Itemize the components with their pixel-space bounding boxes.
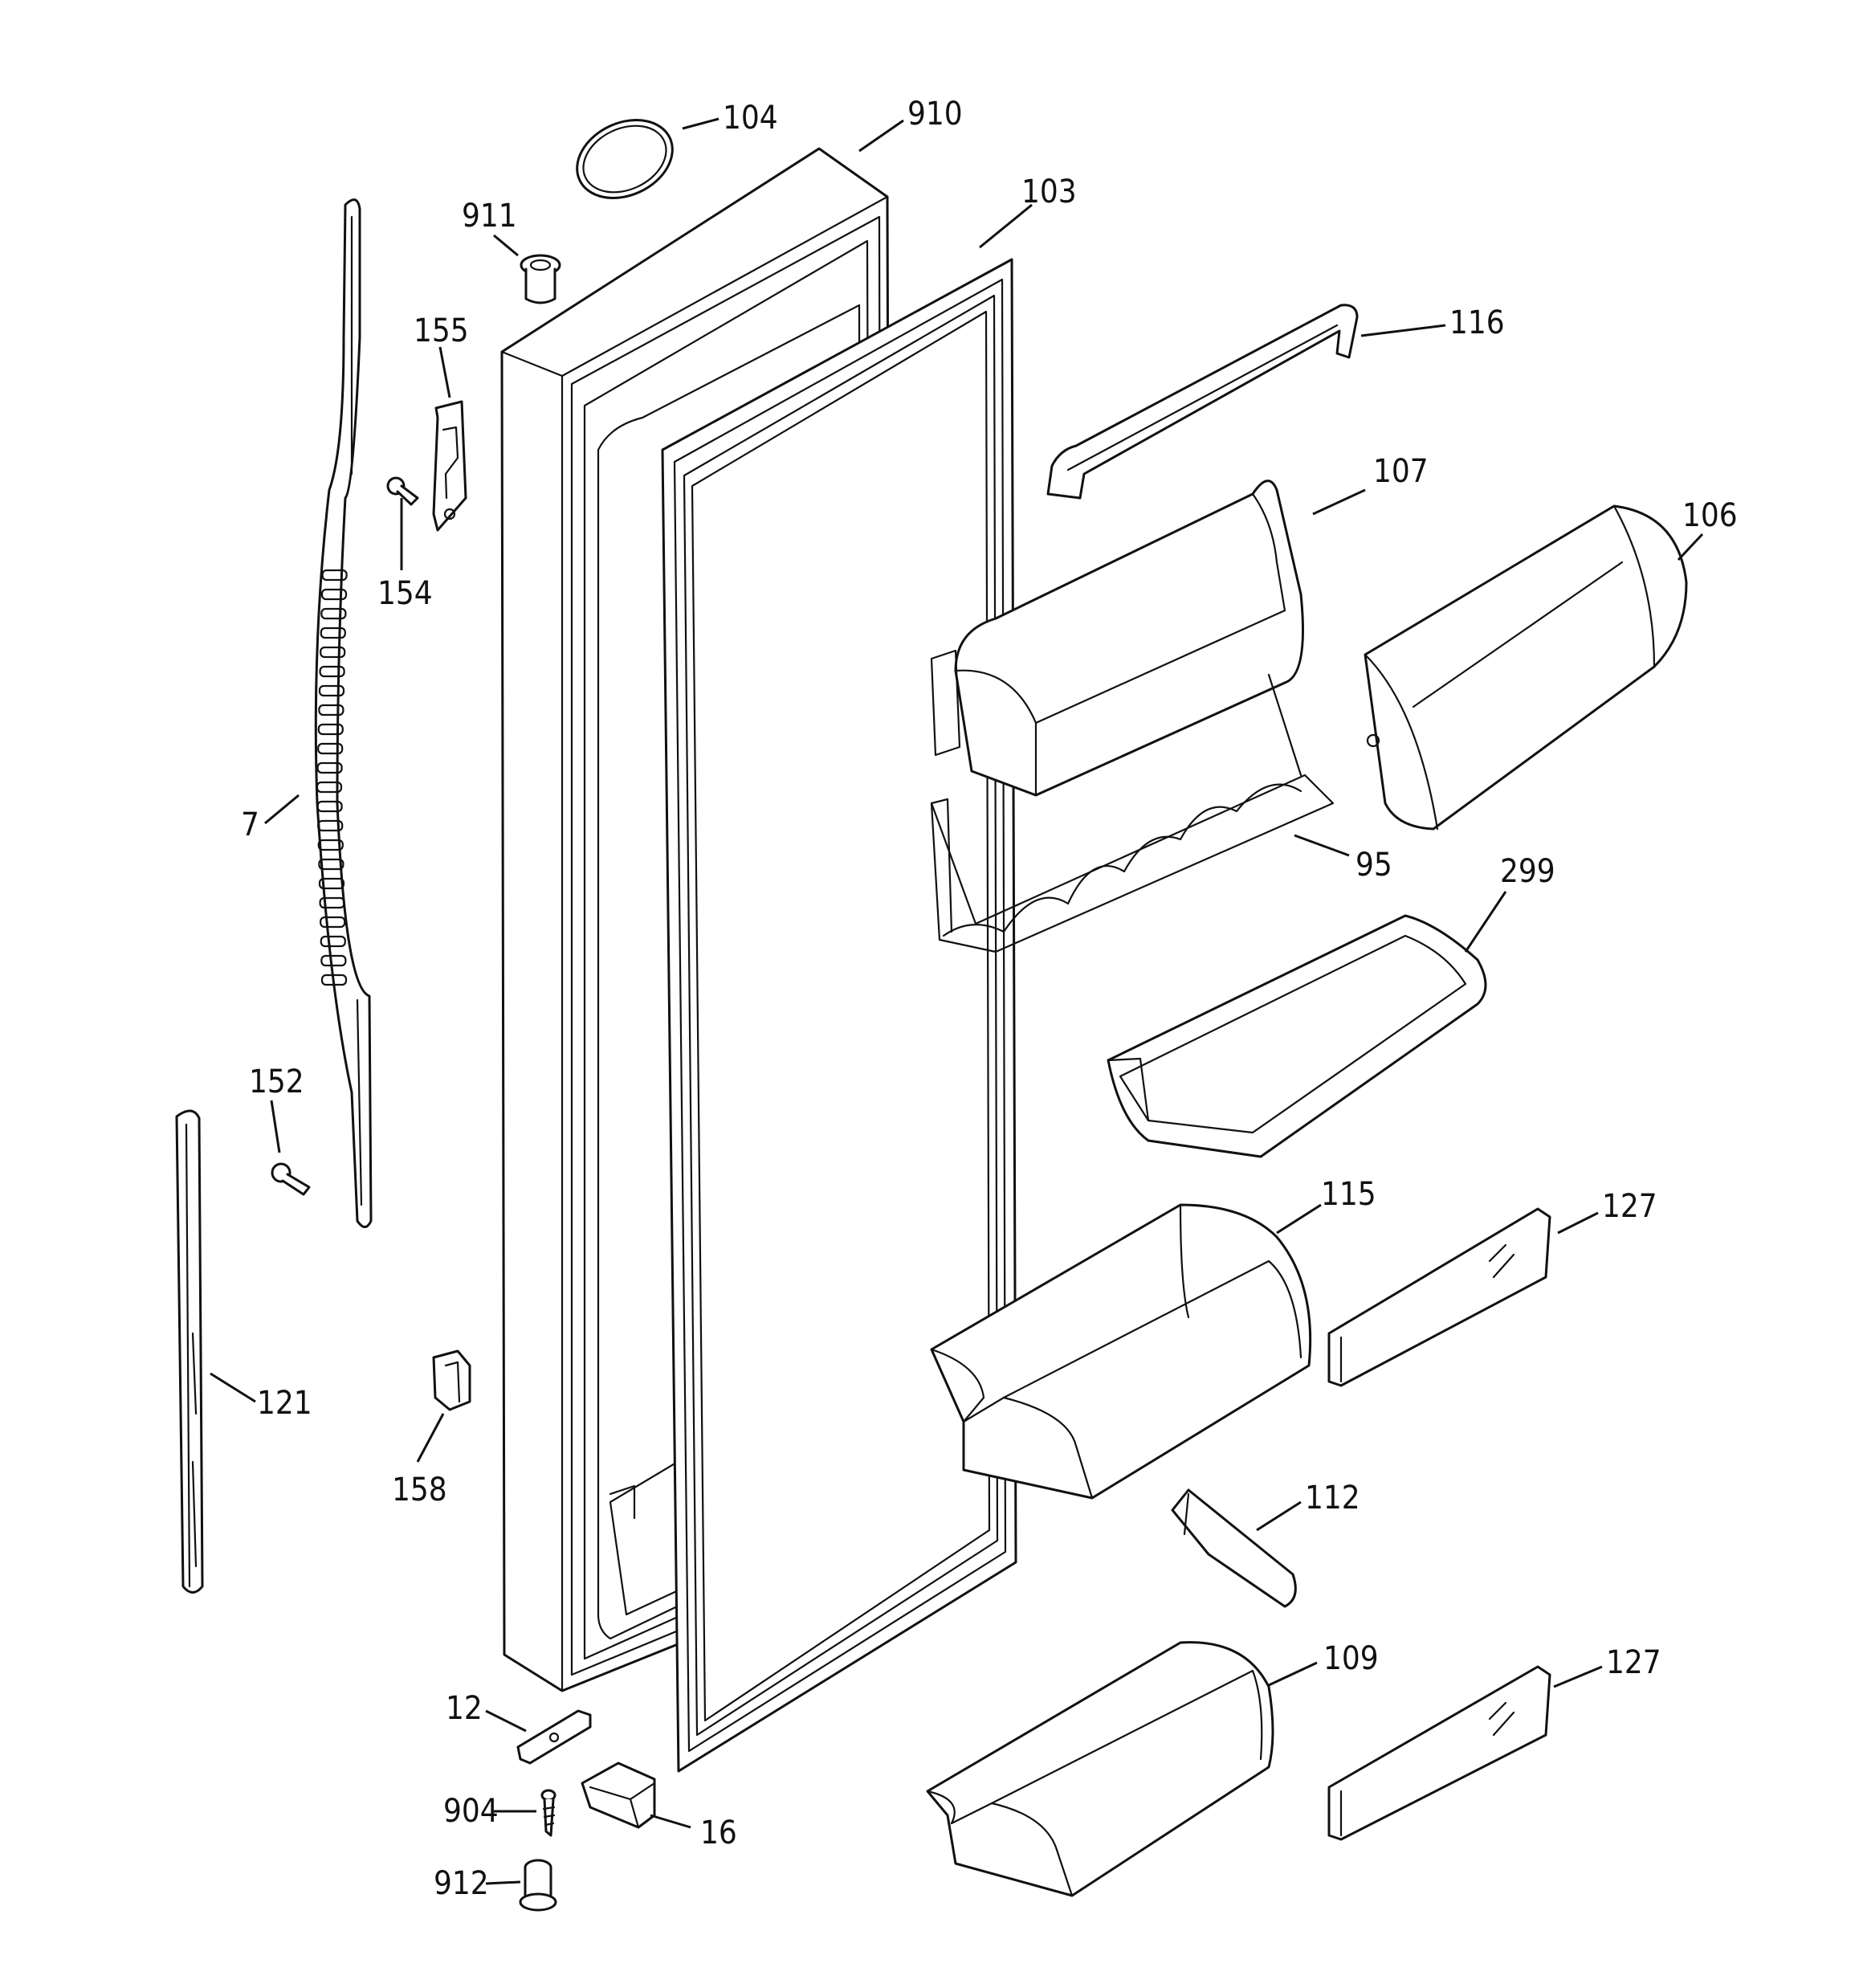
callout-127-lower: 127 — [1606, 1644, 1661, 1681]
handle-rib — [317, 819, 344, 832]
handle-rib — [320, 974, 348, 986]
lower-bin — [926, 1641, 1274, 1897]
callout-107: 107 — [1373, 453, 1429, 490]
callout-116: 116 — [1449, 304, 1505, 341]
long-screw — [540, 1789, 556, 1837]
leader-lines — [210, 117, 1704, 1885]
callout-106: 106 — [1682, 497, 1738, 534]
callout-158: 158 — [392, 1472, 447, 1508]
trim-strip — [175, 1109, 204, 1594]
bin-panel-upper — [1327, 1207, 1551, 1387]
handle-grip-ribs — [316, 569, 348, 986]
callout-115: 115 — [1321, 1176, 1376, 1213]
callout-152: 152 — [249, 1063, 304, 1100]
small-screw — [386, 476, 419, 506]
handle-rib — [320, 935, 346, 948]
wire-rack — [930, 673, 1335, 953]
bottom-bracket — [581, 1761, 656, 1829]
handle-rib — [318, 684, 345, 697]
callout-112: 112 — [1305, 1480, 1360, 1517]
callout-299: 299 — [1500, 853, 1555, 890]
callout-904: 904 — [443, 1793, 499, 1830]
callout-95: 95 — [1355, 847, 1392, 884]
ring-part — [576, 119, 674, 199]
callout-910: 910 — [907, 96, 963, 133]
callout-104: 104 — [723, 100, 778, 137]
hinge-bracket — [432, 400, 467, 532]
handle-rib — [320, 627, 346, 639]
handle-rib — [319, 896, 345, 909]
handle-rib — [320, 646, 346, 659]
divider — [1171, 1488, 1297, 1608]
callout-103: 103 — [1021, 173, 1077, 210]
callout-121: 121 — [257, 1385, 312, 1422]
upper-bin — [930, 480, 1304, 797]
callout-911: 911 — [462, 198, 517, 235]
handle-rib — [320, 588, 348, 601]
callout-912: 912 — [434, 1865, 489, 1902]
callout-127-upper: 127 — [1602, 1188, 1657, 1225]
callout-109: 109 — [1323, 1640, 1379, 1677]
handle-rib — [317, 723, 344, 736]
callout-154: 154 — [377, 575, 433, 612]
mid-bin — [930, 1203, 1312, 1500]
handle-rib — [316, 761, 343, 774]
door-gasket — [661, 258, 1017, 1773]
callout-12: 12 — [446, 1690, 483, 1727]
handle-rib — [320, 607, 347, 620]
callout-7: 7 — [241, 806, 259, 843]
bottom-bushing — [519, 1859, 557, 1912]
callout-labels: 104 910 103 911 155 154 116 107 106 7 95… — [241, 96, 1738, 1902]
tray — [1107, 914, 1487, 1158]
handle-rib — [318, 858, 344, 871]
handle-rib — [320, 954, 347, 967]
handle-rib — [316, 800, 343, 813]
handle-rib — [316, 781, 343, 794]
handle-rib — [320, 916, 346, 929]
door-handle — [314, 198, 373, 1228]
handle-rib — [321, 569, 348, 582]
door-clip — [432, 1349, 471, 1411]
bottom-hinge-plate — [516, 1709, 592, 1765]
handle-rib — [317, 742, 344, 755]
bin-cover — [1364, 504, 1688, 831]
bin-panel-lower — [1327, 1665, 1551, 1841]
callout-155: 155 — [414, 312, 469, 349]
handle-rib — [319, 665, 345, 678]
top-bushing — [520, 254, 561, 304]
handle-rib — [317, 839, 344, 851]
screw — [271, 1162, 311, 1196]
handle-rib — [318, 877, 345, 890]
bracket-bar — [1046, 304, 1359, 500]
callout-16: 16 — [700, 1815, 737, 1851]
handle-rib — [318, 704, 344, 716]
